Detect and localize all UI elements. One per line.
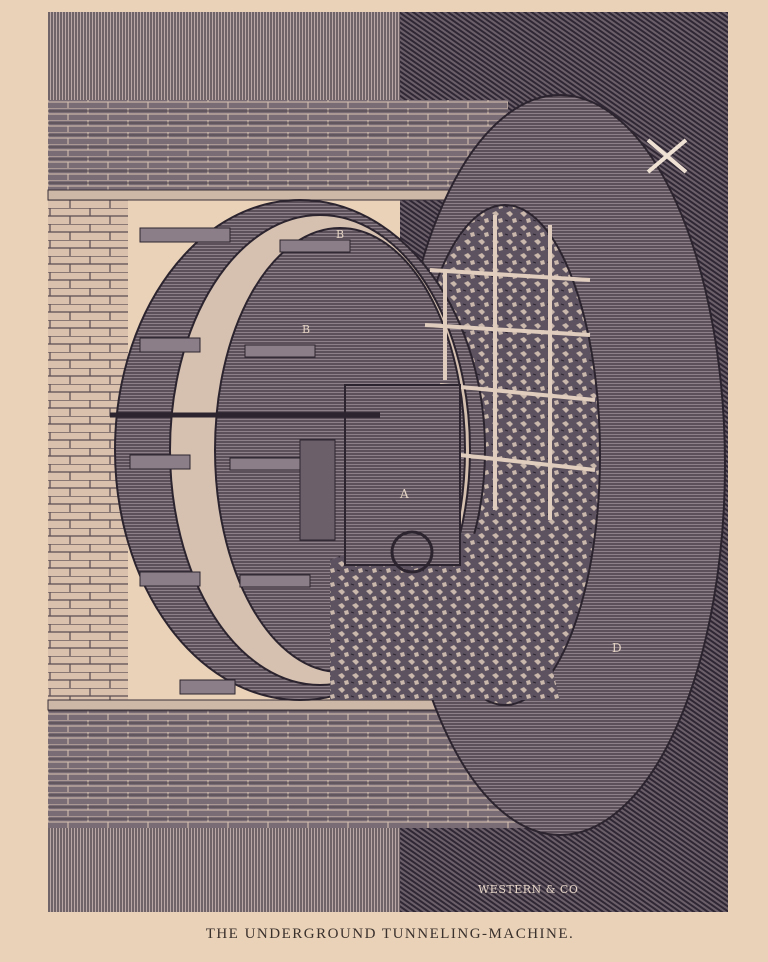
label-a: A: [399, 487, 409, 501]
caption: THE UNDERGROUND TUNNELING-MACHINE.: [205, 926, 575, 942]
label-b-upper: B: [336, 228, 344, 241]
label-d: D: [612, 641, 622, 655]
engraver-signature: WESTERN & CO: [478, 883, 578, 896]
label-b-lower: B: [302, 323, 310, 336]
